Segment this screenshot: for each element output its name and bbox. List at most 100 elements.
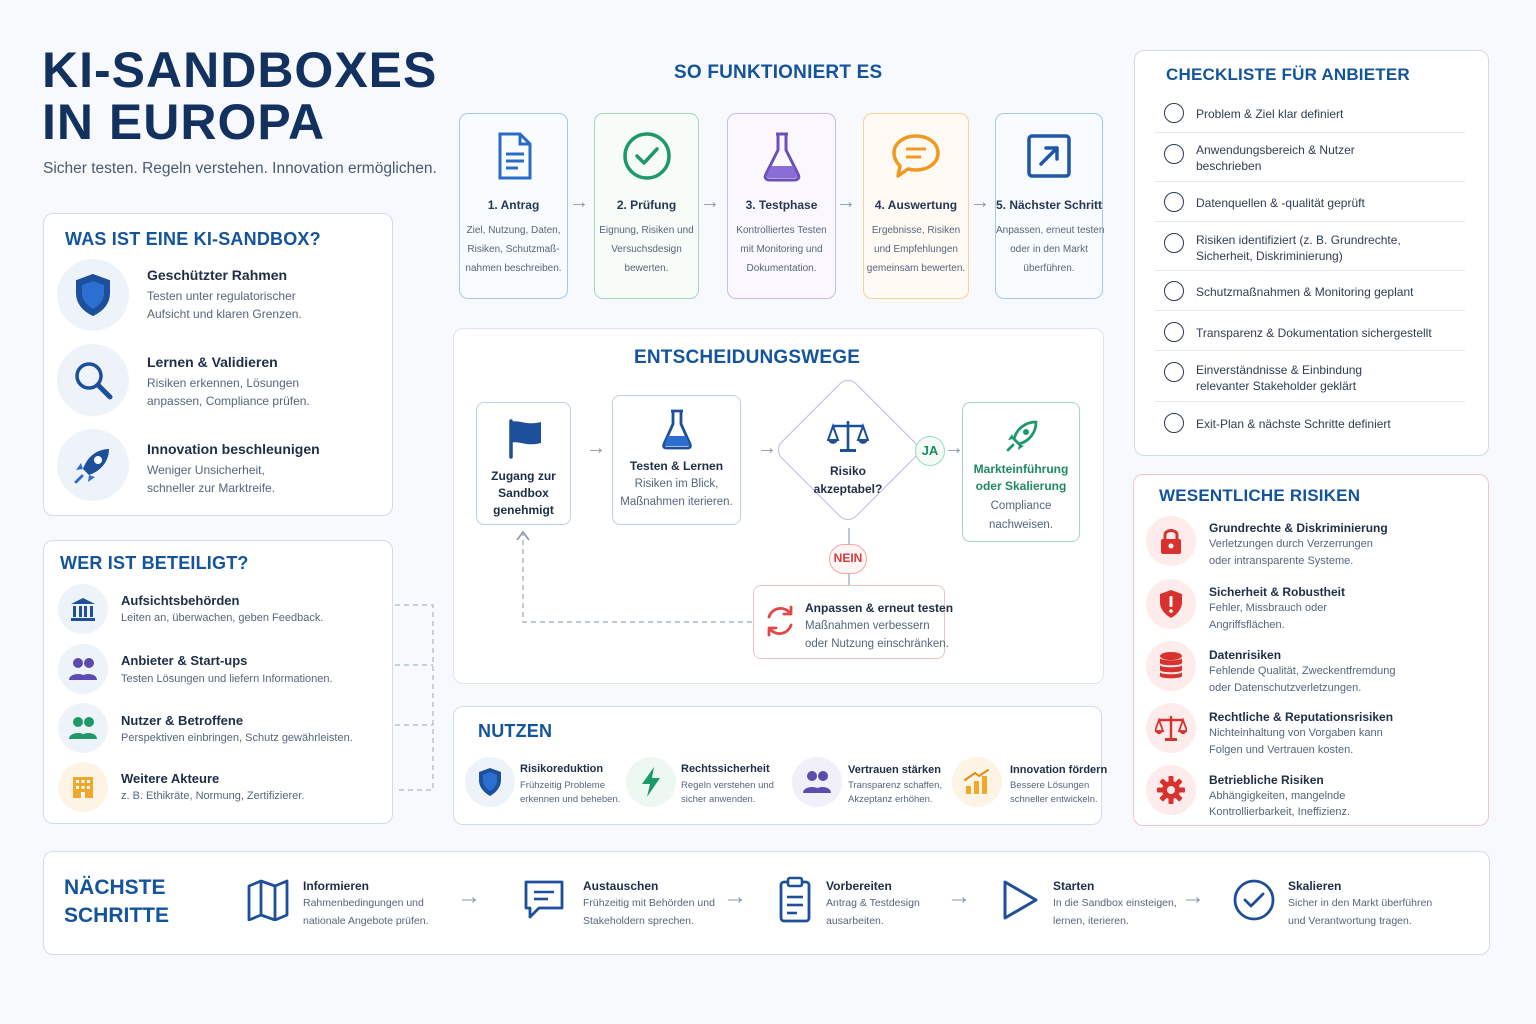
who-connector: [395, 604, 434, 791]
adjust-line: oder Nutzung einschränken.: [805, 638, 949, 650]
checklist-item-line: Risiken identifiziert (z. B. Grundrechte…: [1196, 233, 1401, 247]
checkbox-ring-icon[interactable]: [1164, 362, 1184, 382]
check-circle-icon: [622, 132, 671, 180]
market-line: Compliance: [990, 500, 1052, 512]
risk-line: oder Datenschutzverletzungen.: [1209, 682, 1362, 694]
people-purple-icon: [58, 644, 108, 694]
risk-line: Angriffsflächen.: [1209, 619, 1285, 631]
next-arrow-icon: →: [947, 883, 971, 910]
flow-arrow-icon: →: [944, 437, 964, 459]
benefit-title: Vertrauen stärken: [848, 764, 941, 776]
checklist-item-line: Einverständnisse & Einbindung: [1196, 363, 1363, 377]
page-subtitle: Sicher testen. Regeln verstehen. Innovat…: [43, 160, 437, 177]
flag-icon: [509, 419, 541, 459]
who-item-title: Weitere Akteure: [121, 771, 220, 786]
checklist-item[interactable]: Transparenz & Dokumentation sichergestel…: [1155, 311, 1465, 351]
yes-badge: JA: [915, 436, 945, 466]
checklist-item[interactable]: Datenquellen & -qualität geprüft: [1155, 182, 1465, 222]
checklist-item[interactable]: Schutzmaßnahmen & Monitoring geplant: [1155, 271, 1465, 311]
checklist-item[interactable]: Einverständnisse & Einbindung relevanter…: [1155, 351, 1465, 402]
check-circle-icon: [1233, 879, 1275, 921]
page-title-line2: IN EUROPA: [42, 94, 326, 150]
step-line: gemeinsam bewerten.: [866, 263, 966, 274]
checkbox-ring-icon[interactable]: [1164, 144, 1184, 164]
risk-line: Verletzungen durch Verzerrungen: [1209, 538, 1373, 550]
step-arrow-icon: →: [970, 191, 990, 213]
test-title: Testen & Lernen: [629, 459, 724, 473]
benefit-line: Frühzeitig Probleme: [520, 780, 606, 791]
alert-shield-icon: [1146, 579, 1196, 629]
next-line: Rahmenbedingungen und: [303, 897, 424, 909]
next-arrow-icon: →: [457, 883, 481, 910]
next-panel: [43, 851, 1490, 955]
benefit-title: Risikoreduktion: [520, 763, 604, 775]
how-heading: SO FUNKTIONIERT ES: [674, 62, 883, 83]
checkbox-ring-icon[interactable]: [1164, 413, 1184, 433]
risk-line: Nichteinhaltung von Vorgaben kann: [1209, 727, 1383, 739]
refresh-icon: [767, 605, 793, 637]
checklist-panel: [1134, 50, 1489, 456]
risk-title: Rechtliche & Reputationsrisiken: [1209, 710, 1394, 724]
checkbox-ring-icon[interactable]: [1164, 192, 1184, 212]
benefit-line: erkennen und beheben.: [520, 794, 621, 805]
step-line: Risiken, Schutzmaß-: [467, 244, 560, 255]
benefit-title: Rechtssicherheit: [681, 763, 770, 775]
risk-line: oder intransparente Systeme.: [1209, 555, 1354, 567]
diamond-line: akzeptabel?: [813, 482, 883, 496]
risk-line: Fehler, Missbrauch oder: [1209, 602, 1327, 614]
next-line: lernen, iterieren.: [1053, 915, 1129, 927]
loop-back-connector: [516, 530, 752, 623]
flow-arrow-icon: →: [757, 437, 777, 459]
who-item-desc: Perspektiven einbringen, Schutz gewährle…: [121, 732, 353, 744]
people-green-icon: [58, 703, 108, 753]
next-line: Frühzeitig mit Behörden und: [583, 897, 715, 909]
benefit-line: Regeln verstehen und: [681, 780, 774, 791]
risk-line: Kontrollierbarkeit, Ineffizienz.: [1209, 806, 1351, 818]
shield-icon: [57, 259, 129, 331]
what-item-line: schneller zur Marktreife.: [147, 481, 276, 495]
checkbox-ring-icon[interactable]: [1164, 281, 1184, 301]
risk-line: Fehlende Qualität, Zweckentfremdung: [1209, 665, 1396, 677]
checkbox-ring-icon[interactable]: [1164, 233, 1184, 253]
decision-heading: ENTSCHEIDUNGSWEGE: [634, 347, 861, 368]
checklist-item[interactable]: Exit-Plan & nächste Schritte definiert: [1155, 402, 1465, 442]
risk-title: Betriebliche Risiken: [1209, 773, 1324, 787]
rocket-icon: [57, 429, 129, 501]
step-arrow-icon: →: [700, 191, 720, 213]
adjust-title: Anpassen & erneut testen: [805, 601, 954, 615]
step-arrow-icon: →: [569, 191, 589, 213]
checkbox-ring-icon[interactable]: [1164, 103, 1184, 123]
next-heading-line2: SCHRITTE: [64, 904, 169, 927]
next-title: Starten: [1053, 879, 1095, 893]
next-heading: NÄCHSTE SCHRITTE: [64, 874, 169, 930]
who-heading: WER IST BETEILIGT?: [60, 553, 249, 573]
step-card: 3. Testphase Kontrolliertes Testen mit M…: [727, 113, 836, 299]
benefit-line: Akzeptanz erhöhen.: [848, 794, 933, 805]
page-title: KI-SANDBOXES IN EUROPA: [42, 44, 437, 148]
step-line: Ergebnisse, Risiken: [871, 225, 961, 236]
next-line: und Verantwortung tragen.: [1288, 915, 1412, 927]
step-line: Ziel, Nutzung, Daten,: [466, 225, 561, 236]
play-icon: [1003, 880, 1038, 920]
benefit-line: sicher anwenden.: [681, 794, 756, 805]
checklist-item[interactable]: Anwendungsbereich & Nutzer beschrieben: [1155, 133, 1465, 182]
next-line: Antrag & Testdesign: [826, 897, 920, 909]
shield-icon: [465, 757, 515, 807]
risks-heading: WESENTLICHE RISIKEN: [1159, 486, 1361, 505]
flask-icon: [763, 132, 800, 182]
checklist-heading: CHECKLISTE FÜR ANBIETER: [1166, 65, 1410, 84]
checklist-item[interactable]: Problem & Ziel klar definiert: [1155, 93, 1465, 133]
what-item-title: Innovation beschleunigen: [147, 441, 320, 457]
step-card: 1. Antrag Ziel, Nutzung, Daten, Risiken,…: [459, 113, 568, 299]
flask-icon: [662, 409, 692, 450]
adjust-line: Maßnahmen verbessern: [805, 620, 930, 632]
checkbox-ring-icon[interactable]: [1164, 322, 1184, 342]
checklist-item-line: Schutzmaßnahmen & Monitoring geplant: [1196, 285, 1414, 299]
step-line: Dokumentation.: [746, 263, 817, 274]
step-title: 3. Testphase: [745, 198, 818, 212]
magnifier-icon: [57, 344, 129, 416]
next-title: Vorbereiten: [826, 879, 892, 893]
checklist-item-line: Sicherheit, Diskriminierung): [1196, 249, 1343, 263]
checklist-item-line: Anwendungsbereich & Nutzer: [1196, 143, 1355, 157]
checklist-item[interactable]: Risiken identifiziert (z. B. Grundrechte…: [1155, 222, 1465, 271]
